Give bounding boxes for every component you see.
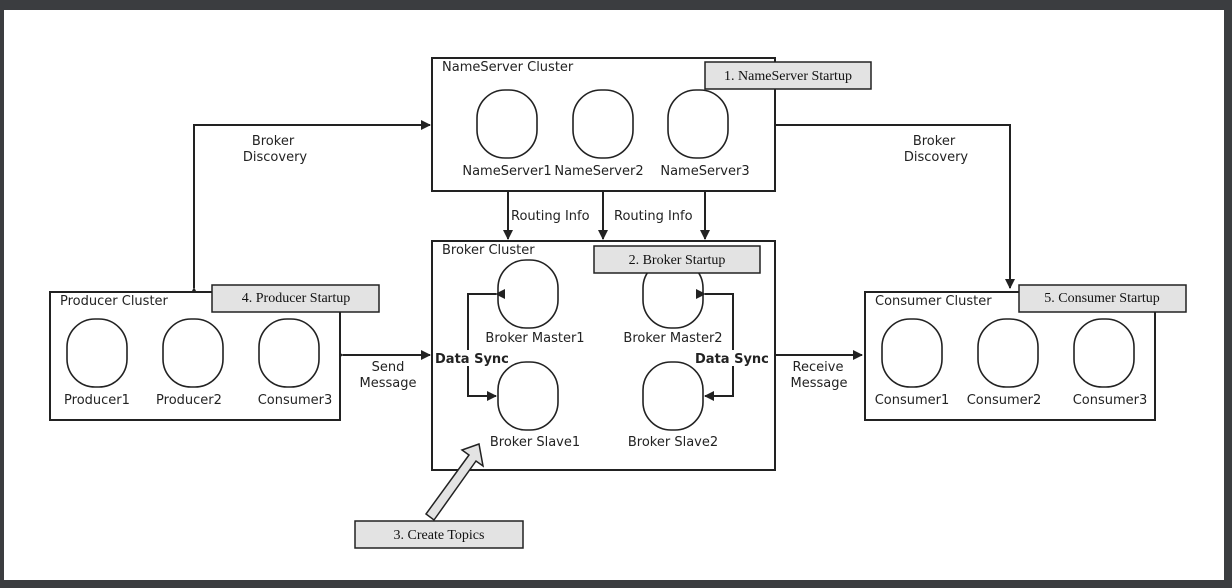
broker-cluster-title: Broker Cluster <box>442 243 535 258</box>
send-message-label-2: Message <box>360 376 417 391</box>
producer-consumer3-node <box>258 318 320 388</box>
consumer2-label: Consumer2 <box>967 393 1042 408</box>
broker-discovery-left-arrow <box>189 120 431 297</box>
step-5-box <box>1018 284 1187 313</box>
create-topics-arrow <box>424 442 485 522</box>
broker-discovery-right-arrow <box>767 120 1015 289</box>
broker-discovery-right-label-2: Discovery <box>904 150 969 165</box>
step-1-label: 1. NameServer Startup <box>724 69 852 84</box>
producer1-node <box>66 318 128 388</box>
send-message-label-1: Send <box>372 360 405 375</box>
step-3-label: 3. Create Topics <box>394 528 485 543</box>
data-sync-right-label-bg <box>694 350 766 366</box>
consumer1-label: Consumer1 <box>875 393 950 408</box>
broker-master1-node <box>497 259 559 329</box>
producer2-label: Producer2 <box>156 393 222 408</box>
producer1-label: Producer1 <box>64 393 130 408</box>
nameserver-cluster-title: NameServer Cluster <box>442 60 574 75</box>
broker-discovery-left-label-2: Discovery <box>243 150 308 165</box>
broker-discovery-right-label-1: Broker <box>913 134 956 149</box>
nameserver2-label: NameServer2 <box>554 164 643 179</box>
data-sync-right-arrow <box>696 289 734 401</box>
consumer1-node <box>881 318 943 388</box>
step-3-box <box>354 520 524 549</box>
consumer-cluster-title: Consumer Cluster <box>875 294 992 309</box>
data-sync-left-label: Data Sync <box>435 352 509 367</box>
broker-slave1-label: Broker Slave1 <box>490 435 580 450</box>
nameserver2-node <box>572 89 634 159</box>
step-5-label: 5. Consumer Startup <box>1044 291 1160 306</box>
data-sync-right-label: Data Sync <box>695 352 769 367</box>
broker-slave2-node <box>642 361 704 431</box>
step-1-box <box>704 61 872 90</box>
broker-slave2-label: Broker Slave2 <box>628 435 718 450</box>
consumer3-node <box>1073 318 1135 388</box>
nameserver1-label: NameServer1 <box>462 164 551 179</box>
broker-slave1-node <box>497 361 559 431</box>
step-2-box <box>593 245 761 274</box>
routing-info-right-label: Routing Info <box>614 209 693 224</box>
broker-master1-label: Broker Master1 <box>485 331 584 346</box>
step-4-label: 4. Producer Startup <box>242 291 350 306</box>
broker-discovery-left-label-1: Broker <box>252 134 295 149</box>
consumer2-node <box>977 318 1039 388</box>
data-sync-left-label-bg <box>434 350 506 366</box>
receive-message-label-2: Message <box>791 376 848 391</box>
step-2-label: 2. Broker Startup <box>629 253 726 268</box>
producer-consumer3-label: Consumer3 <box>258 393 333 408</box>
nameserver3-node <box>667 89 729 159</box>
producer2-node <box>162 318 224 388</box>
nameserver3-label: NameServer3 <box>660 164 749 179</box>
step-4-box <box>211 284 380 313</box>
consumer3-label: Consumer3 <box>1073 393 1148 408</box>
nameserver1-node <box>476 89 538 159</box>
broker-master2-label: Broker Master2 <box>623 331 722 346</box>
scrollbar-track <box>1218 10 1224 580</box>
producer-cluster-title: Producer Cluster <box>60 294 169 309</box>
data-sync-left-arrow <box>467 289 505 401</box>
routing-info-left-label: Routing Info <box>511 209 590 224</box>
receive-message-label-1: Receive <box>793 360 844 375</box>
